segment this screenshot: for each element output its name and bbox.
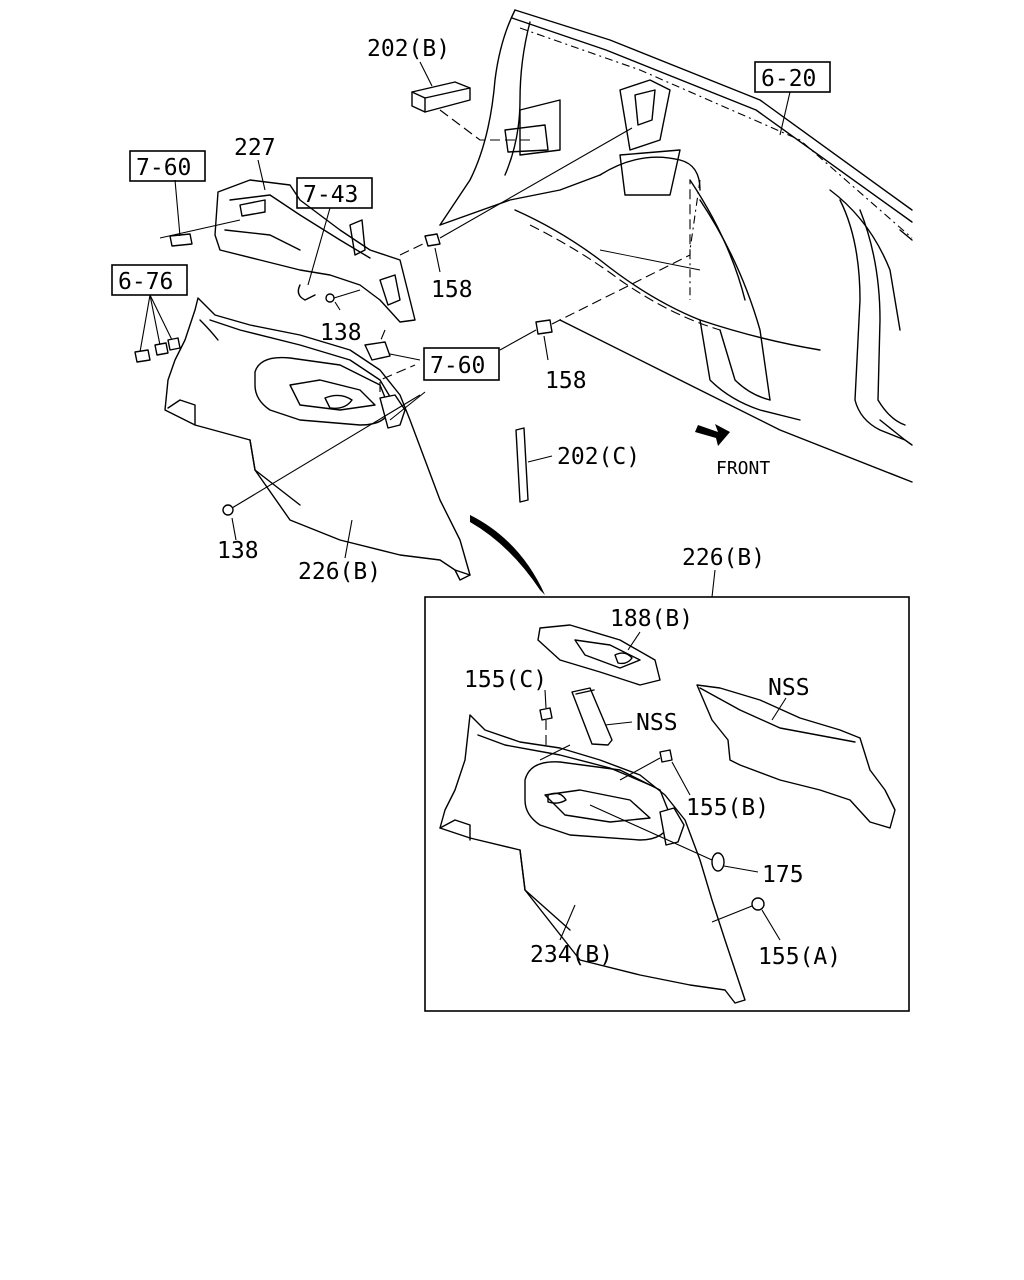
ref-box-6-20[interactable]: 6-20 (754, 61, 831, 93)
label-front: FRONT (716, 458, 770, 479)
label-202b: 202(B) (367, 36, 450, 62)
leader-620 (779, 91, 791, 136)
ref-7-60-upper-label: 7-60 (136, 155, 191, 181)
label-138-upper: 138 (320, 320, 362, 346)
ref-box-6-76[interactable]: 6-76 (111, 264, 188, 296)
label-155a: 155(A) (758, 944, 841, 970)
label-nss-pad: NSS (636, 710, 678, 736)
leader-227 (257, 159, 266, 191)
clip-155a (711, 897, 781, 941)
clips-6-76 (134, 294, 181, 363)
hook-7-43 (297, 207, 331, 301)
clip-158-lower (499, 180, 691, 361)
label-226b-main: 226(B) (298, 559, 381, 585)
inset-frame (424, 596, 910, 1012)
screw-138-upper (325, 289, 361, 311)
part-226b-quarter-trim (164, 297, 471, 581)
clip-158-upper (399, 127, 633, 273)
label-138-lower: 138 (217, 538, 259, 564)
ref-box-7-43[interactable]: 7-43 (296, 177, 373, 209)
body-shell-drawing (439, 9, 913, 483)
part-nss-pad (571, 687, 633, 746)
screw-138-lower (222, 504, 237, 541)
clip-155b (619, 749, 691, 796)
callout-arrow (470, 515, 545, 595)
leader-202b (439, 109, 530, 141)
clip-7-60-lower (364, 329, 421, 361)
ref-box-7-60-lower[interactable]: 7-60 (423, 347, 500, 381)
leader-226b-main (344, 519, 353, 559)
label-188b: 188(B) (610, 606, 693, 632)
leader-760b (389, 391, 426, 421)
leader-234b (559, 904, 576, 941)
clip-7-60-top (159, 179, 241, 247)
ref-6-76-label: 6-76 (118, 269, 173, 295)
ref-box-7-60-upper[interactable]: 7-60 (129, 150, 206, 182)
part-188b-handle-cover (537, 624, 661, 686)
label-226b-inset: 226(B) (682, 545, 765, 571)
leader-138-lower (231, 394, 421, 509)
label-nss-panel: NSS (768, 675, 810, 701)
leader-nss-to-trim (539, 744, 571, 761)
part-227-pillar-trim (214, 179, 416, 323)
part-202c-strip (515, 427, 553, 503)
ref-7-43-label: 7-43 (303, 182, 358, 208)
leader-202b-label (419, 61, 433, 87)
dash-226b-to-760 (379, 364, 416, 392)
label-202c: 202(C) (557, 444, 640, 470)
part-202b-block (411, 81, 471, 113)
label-158-lower: 158 (545, 368, 587, 394)
part-nss-lining (696, 684, 896, 829)
part-234b-trim (439, 714, 746, 1004)
label-155b: 155(B) (686, 795, 769, 821)
front-arrow-icon (695, 424, 730, 446)
grommet-175 (589, 804, 759, 873)
label-158-upper: 158 (431, 277, 473, 303)
leader-226b-inset (711, 569, 716, 598)
label-155c: 155(C) (464, 667, 547, 693)
label-234b: 234(B) (530, 942, 613, 968)
ref-7-60-lower-label: 7-60 (430, 353, 485, 379)
label-227: 227 (234, 135, 276, 161)
ref-6-20-label: 6-20 (761, 66, 816, 92)
label-175: 175 (762, 862, 804, 888)
